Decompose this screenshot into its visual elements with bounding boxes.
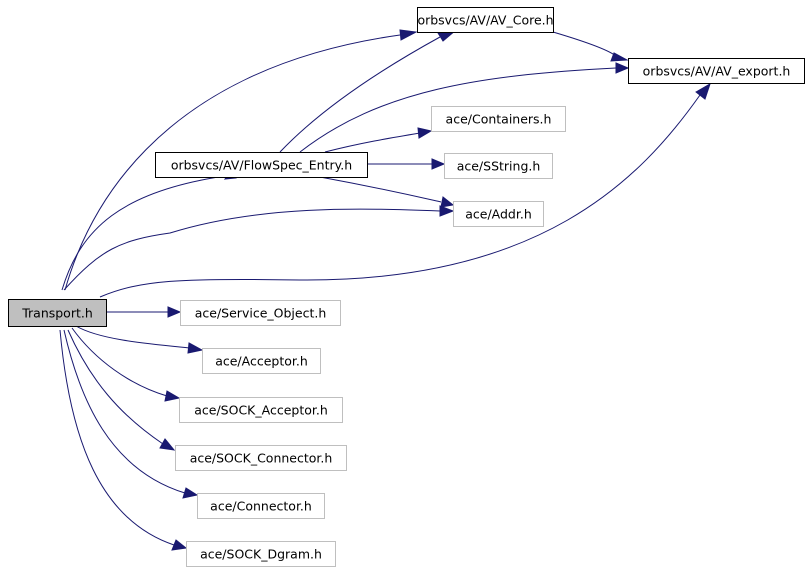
node-flowspec[interactable]: orbsvcs/AV/FlowSpec_Entry.h [155,152,368,178]
nodes-layer: Transport.h orbsvcs/AV/AV_Core.h orbsvcs/A… [8,7,805,567]
node-label: orbsvcs/AV/AV_Core.h [417,13,553,28]
node-sock-dgram[interactable]: ace/SOCK_Dgram.h [186,541,336,567]
edge-line [319,176,442,203]
edge-arrowhead [187,342,204,354]
edge-arrowhead [399,29,418,41]
edge-arrowhead [440,196,455,208]
edges-layer [59,29,711,551]
node-label: ace/Connector.h [210,499,312,514]
edge-transport-to-addr [63,205,455,291]
edge-transport-to-connector [63,329,199,499]
node-box [444,153,553,179]
node-box [8,299,107,327]
edge-transport-to-sock_acceptor [71,327,181,402]
node-containers[interactable]: ace/Containers.h [431,106,566,132]
node-label: ace/Containers.h [446,112,552,127]
node-sock-acceptor[interactable]: ace/SOCK_Acceptor.h [179,397,343,423]
node-box [155,152,368,178]
edge-line [99,94,701,298]
edge-arrowhead [431,158,446,170]
node-box [179,397,343,423]
edge-line [63,329,186,494]
edge-arrowhead [159,438,176,451]
edge-arrowhead [695,82,711,100]
edge-line [63,208,441,291]
edge-arrowhead [439,205,455,217]
node-box [417,7,554,33]
node-service-object[interactable]: ace/Service_Object.h [180,300,341,326]
edge-transport-to-acceptor [75,325,204,354]
edge-line [61,174,233,291]
node-label: ace/SOCK_Acceptor.h [194,403,328,418]
edge-flowspec-to-av_export [299,62,630,153]
node-label: Transport.h [21,306,93,321]
edge-av_core-to-av_export [552,31,629,62]
edge-arrowhead [171,539,188,551]
node-label: orbsvcs/AV/AV_export.h [643,64,791,79]
node-acceptor[interactable]: ace/Acceptor.h [202,348,321,374]
edge-line [67,329,164,445]
node-label: ace/SOCK_Dgram.h [200,547,322,562]
node-box [180,300,341,326]
edge-arrowhead [615,62,630,74]
node-av-export[interactable]: orbsvcs/AV/AV_export.h [628,58,805,84]
edge-flowspec-to-sstring [367,158,446,170]
node-label: ace/SOCK_Connector.h [190,451,333,466]
node-label: orbsvcs/AV/FlowSpec_Entry.h [171,158,352,173]
edge-arrowhead [610,52,629,62]
node-box [202,348,321,374]
node-av-core[interactable]: orbsvcs/AV/AV_Core.h [417,7,554,33]
edge-transport-to-sock_dgram [59,329,188,551]
node-connector[interactable]: ace/Connector.h [197,493,325,519]
edge-line [59,329,175,546]
edge-transport-to-sock_connector [67,329,176,451]
node-sock-connector[interactable]: ace/SOCK_Connector.h [175,445,347,471]
node-label: ace/Service_Object.h [195,306,327,321]
node-label: ace/Acceptor.h [215,354,308,369]
node-addr[interactable]: ace/Addr.h [453,201,544,227]
node-transport[interactable]: Transport.h [8,299,107,327]
node-box [431,106,566,132]
edge-flowspec-to-containers [324,127,433,153]
edge-line [552,31,618,58]
edge-line [279,36,441,153]
node-label: ace/SString.h [457,159,541,174]
node-box [175,445,347,471]
edge-transport-to-av_export [99,82,711,298]
node-box [197,493,325,519]
edge-arrowhead [417,127,433,139]
edge-line [299,67,617,153]
edge-arrowhead [164,390,181,402]
edge-line [75,325,191,349]
edge-line [71,327,168,397]
edge-arrowhead [182,487,199,499]
edge-transport-to-service_object [106,306,182,318]
node-box [628,58,805,84]
edge-flowspec-to-addr [319,176,455,208]
node-box [453,201,544,227]
node-sstring[interactable]: ace/SString.h [444,153,553,179]
edge-arrowhead [167,306,182,318]
node-label: ace/Addr.h [465,207,532,222]
edge-line [324,132,421,153]
node-box [186,541,336,567]
